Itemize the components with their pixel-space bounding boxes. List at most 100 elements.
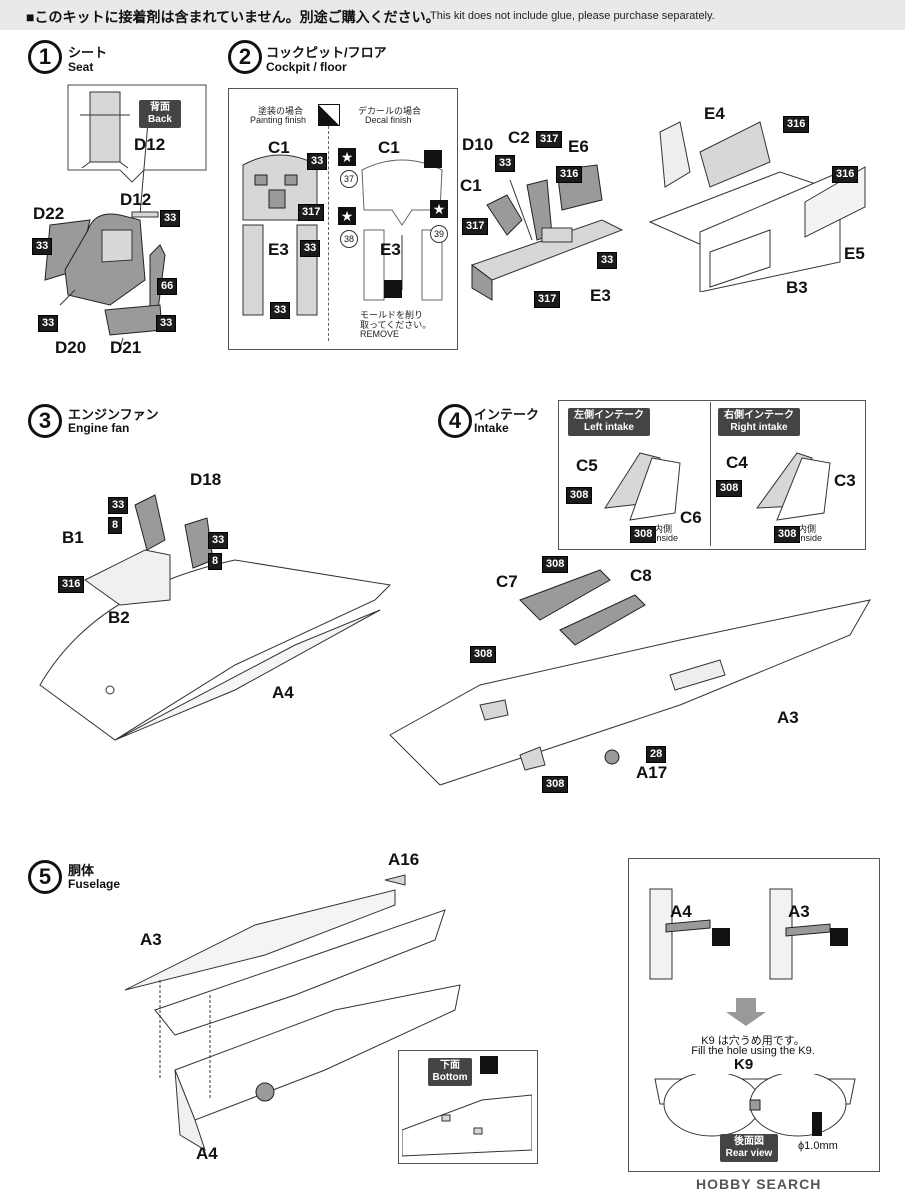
part-label-c1-paint: C1 [268, 138, 290, 157]
paint-33-e3-bottom: 33 [270, 302, 291, 319]
decal-icon-a3 [830, 928, 848, 946]
fuselage-nose-drawing [648, 121, 866, 292]
left-inside-en: Inside [654, 533, 679, 543]
part-label-b1: B1 [62, 528, 84, 547]
part-label-c2: C2 [508, 128, 530, 147]
k9-note-en: Fill the hole using the K9. [691, 1045, 815, 1057]
step-4-title-jp: インテーク [474, 407, 540, 422]
paint-308-intake-lower: 308 [542, 776, 569, 793]
left-inside-jp: 内側 [654, 524, 673, 534]
k9-note-jp: K9 は穴うめ用です。 [701, 1035, 805, 1047]
painted-panel-drawing [242, 154, 318, 316]
paint-33-seat-top: 33 [160, 210, 181, 227]
step-3-number: 3 [28, 404, 62, 438]
paint-33-d22: 33 [32, 238, 53, 255]
part-label-a3-detail: A3 [788, 902, 810, 921]
decal-icon-bottom [384, 280, 402, 298]
notice-english: This kit does not include glue, please p… [430, 10, 715, 22]
paint-or-decal-icon [318, 104, 340, 126]
decal-icon-a4 [712, 928, 730, 946]
hobby-search-watermark: HOBBY SEARCH [696, 1176, 822, 1192]
part-label-b3: B3 [786, 278, 808, 297]
intake-divider [710, 402, 711, 546]
decal-finish-jp: デカールの場合 [358, 106, 422, 116]
paint-33-d21: 33 [156, 315, 177, 332]
notice-japanese: ■このキットに接着剤は含まれていません。別途ご購入ください。 [26, 9, 440, 25]
step-1-number: 1 [28, 40, 62, 74]
step-3-title-jp: エンジンファン [68, 407, 159, 422]
part-label-e3-tub: E3 [590, 286, 611, 305]
fuselage-upper-drawing [389, 569, 871, 786]
part-label-a17: A17 [636, 763, 668, 782]
step-5-number: 5 [28, 860, 62, 894]
finish-divider [328, 126, 330, 341]
part-label-a16: A16 [388, 850, 420, 869]
arrow-down-head [726, 1012, 766, 1026]
paint-8-fan-left: 8 [108, 517, 123, 534]
part-label-d12: D12 [120, 190, 152, 209]
drill-bit-icon [812, 1112, 822, 1136]
part-label-c1-tub: C1 [460, 176, 482, 195]
arrow-down-icon [736, 998, 756, 1012]
paint-308-c7c8: 308 [542, 556, 569, 573]
paint-33-e3-right: 33 [300, 240, 321, 257]
part-label-k9: K9 [734, 1056, 754, 1073]
paint-317-panel: 317 [298, 204, 325, 221]
paint-317-floor: 317 [534, 291, 561, 308]
decal-icon-top [424, 150, 442, 168]
part-label-e4: E4 [704, 104, 725, 123]
paint-308-c5: 308 [566, 487, 593, 504]
drill-size: ϕ1.0mm [798, 1140, 838, 1152]
notice-bar [0, 0, 905, 30]
remove-jp-1: モールドを削り [360, 310, 424, 320]
right-intake-drawing [755, 452, 831, 521]
part-label-a4-detail: A4 [670, 902, 692, 921]
right-inside-jp: 内側 [798, 524, 817, 534]
part-label-c6: C6 [680, 508, 702, 527]
paint-66: 66 [157, 278, 178, 295]
paint-33-d10: 33 [495, 155, 516, 172]
paint-33-c1: 33 [307, 153, 328, 170]
part-label-c4: C4 [726, 453, 748, 472]
paint-317-c2: 317 [536, 131, 563, 148]
painting-finish-jp: 塗装の場合 [258, 106, 304, 116]
part-label-c7: C7 [496, 572, 518, 591]
paint-8-fan-right: 8 [208, 553, 223, 570]
star-icon-3: ★ [430, 200, 448, 218]
decal-number-39: 39 [430, 225, 448, 243]
part-label-a4-fuselage: A4 [196, 1144, 218, 1163]
part-label-c1-decal: C1 [378, 138, 400, 157]
paint-316-e4: 316 [783, 116, 810, 133]
step-1-title-jp: シート [68, 45, 108, 60]
paint-33-e3-tub: 33 [597, 252, 618, 269]
remove-en: REMOVE [360, 329, 400, 339]
decal-number-38: 38 [340, 230, 358, 248]
step-3-title-en: Engine fan [68, 421, 130, 435]
part-label-c5: C5 [576, 456, 598, 475]
paint-308-right-inside: 308 [774, 526, 801, 543]
part-label-e3-paint: E3 [268, 240, 289, 259]
star-icon-1: ★ [338, 148, 356, 166]
painting-finish-en: Painting finish [250, 115, 307, 125]
bottom-view-drawing [402, 1094, 532, 1157]
part-label-a4: A4 [272, 683, 294, 702]
paint-33-d20: 33 [38, 315, 59, 332]
left-intake-drawing [604, 452, 681, 521]
nozzle-detail-drawing [649, 888, 831, 980]
fuselage-lower-drawing [39, 494, 392, 741]
paint-316-b1: 316 [58, 576, 85, 593]
step-5-title-en: Fuselage [68, 877, 121, 891]
decal-icon-bottom-view [480, 1056, 498, 1074]
part-label-c8: C8 [630, 566, 652, 585]
part-label-e6: E6 [568, 137, 589, 156]
fuselage-assembly-drawing [124, 874, 461, 1152]
decal-number-37: 37 [340, 170, 358, 188]
paint-33-fan-right: 33 [208, 532, 229, 549]
paint-317-c1: 317 [462, 218, 489, 235]
part-label-d12-back: D12 [134, 135, 166, 154]
